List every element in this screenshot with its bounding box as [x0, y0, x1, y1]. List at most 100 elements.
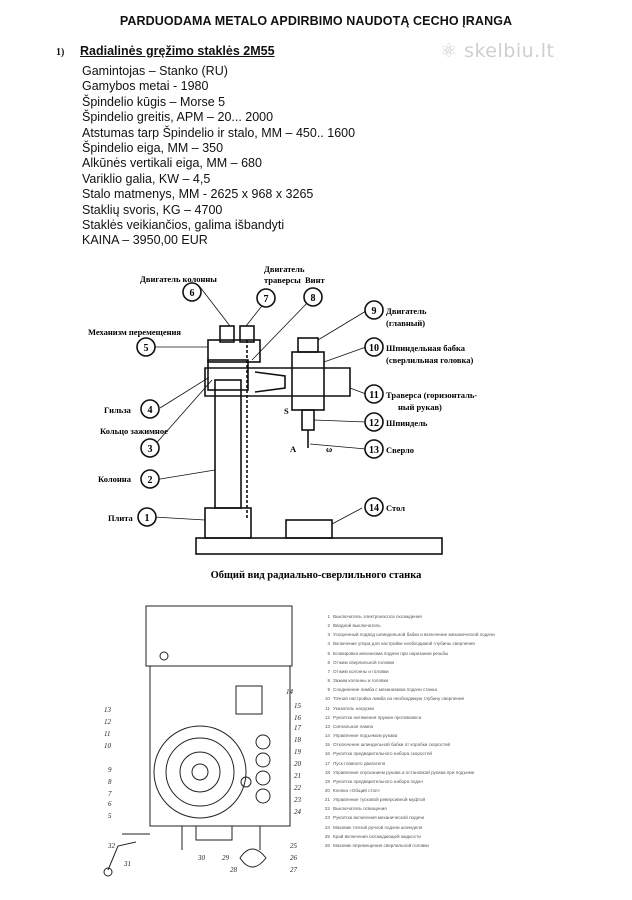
watermark-icon: ⚛ — [440, 40, 465, 62]
label-a: A — [290, 444, 297, 454]
label-table: Стол — [386, 503, 405, 513]
label-column-motor: Двигатель колонны — [140, 274, 217, 284]
moving-mechanism-shape — [207, 339, 261, 363]
column-motor-shape — [219, 325, 235, 343]
spec-item: Gamintojas – Stanko (RU) — [82, 64, 228, 78]
part-number: 31 — [123, 860, 131, 868]
part-number: 11 — [104, 730, 110, 738]
main-motor-shape — [297, 337, 319, 353]
part-number: 28 — [230, 866, 238, 874]
label-main-motor-1: Двигатель — [386, 306, 427, 316]
part-number: 12 — [104, 718, 112, 726]
part-number: 27 — [290, 866, 298, 874]
part-number: 16 — [294, 714, 302, 722]
base-plate-shape — [195, 537, 443, 555]
label-moving-mechanism: Механизм перемещения — [88, 327, 181, 337]
label-sleeve: Гильза — [104, 405, 132, 415]
column-shape — [214, 379, 242, 509]
part-number: 22 — [294, 784, 302, 792]
part-number: 10 — [104, 742, 112, 750]
part-number: 8 — [108, 778, 112, 786]
callout-6: 6 — [190, 288, 195, 299]
label-traverse-1: Траверса (горизонталь- — [386, 390, 477, 400]
spec-item: Alkūnės vertikali eiga, MM – 680 — [82, 156, 262, 171]
machine-overview-diagram: 1 2 3 4 5 6 7 8 9 10 11 12 13 14 Двигате… — [88, 264, 477, 581]
handwheel-shape — [153, 725, 247, 819]
label-traverse-motor-1: Двигатель — [264, 264, 305, 274]
emblem-shape — [235, 685, 263, 715]
spec-item: Staklių svoris, KG – 4700 — [82, 202, 223, 217]
label-traverse-motor-2: траверсы — [264, 275, 301, 285]
part-number: 9 — [108, 766, 112, 774]
callout-4: 4 — [148, 405, 153, 416]
part-number: 7 — [108, 790, 112, 798]
part-number: 5 — [108, 812, 112, 820]
callout-2: 2 — [148, 475, 153, 486]
part-number: 20 — [294, 760, 302, 768]
spec-item: Variklio galia, KW – 4,5 — [82, 171, 211, 186]
spec-item: KAINA – 3950,00 EUR — [82, 233, 208, 248]
part-number: 23 — [294, 796, 302, 804]
traverse-arm-shape — [204, 367, 351, 397]
label-omega: ω — [326, 444, 332, 454]
watermark-logo: ⚛ skelbiu.lt — [440, 40, 554, 62]
part-number: 25 — [290, 842, 298, 850]
callout-14: 14 — [369, 503, 379, 514]
upper-housing-shape — [145, 605, 293, 667]
part-number: 29 — [222, 854, 230, 862]
part-number: 13 — [104, 706, 112, 714]
traverse-taper-shape — [254, 371, 286, 393]
callout-8: 8 — [311, 293, 316, 304]
spec-item: Špindelio greitis, APM – 20... 2000 — [82, 110, 274, 125]
watermark-text: skelbiu.lt — [464, 40, 555, 62]
part-number: 17 — [294, 724, 302, 732]
label-traverse-2: ный рукав) — [398, 402, 442, 412]
part-number: 32 — [107, 842, 116, 850]
label-s: S — [284, 406, 289, 416]
spec-list: Gamintojas – Stanko (RU) Gamybos metai -… — [82, 64, 355, 249]
label-spindle-head-1: Шпиндельная бабка — [386, 343, 466, 353]
part-number: 21 — [294, 772, 301, 780]
section-heading: 1)Radialinės gręžimo staklės 2M55 — [56, 44, 275, 58]
spec-item: Gamybos metai - 1980 — [82, 79, 209, 94]
part-number: 14 — [286, 688, 294, 696]
label-drill: Сверло — [386, 445, 414, 455]
callout-5: 5 — [144, 343, 149, 354]
spec-item: Špindelio kūgis – Morse 5 — [82, 94, 226, 109]
diagram-caption: Общий вид радиально-сверлильного станка — [211, 570, 422, 581]
spec-item: Atstumas tarp Špindelio ir stalo, MM – 4… — [82, 125, 356, 140]
part-number: 15 — [294, 702, 302, 710]
table-shape — [285, 519, 333, 539]
label-spindle-head-2: (сверлильная головка) — [386, 355, 473, 365]
spec-item: Stalo matmenys, MM - 2625 x 968 x 3265 — [82, 187, 314, 202]
label-base-plate: Плита — [108, 513, 134, 523]
drill-tip-shape — [239, 848, 267, 868]
callout-13: 13 — [369, 445, 379, 456]
document-title: PARDUODAMA METALO APDIRBIMO NAUDOTĄ CECH… — [119, 14, 513, 28]
section-number: 1) — [56, 47, 65, 58]
